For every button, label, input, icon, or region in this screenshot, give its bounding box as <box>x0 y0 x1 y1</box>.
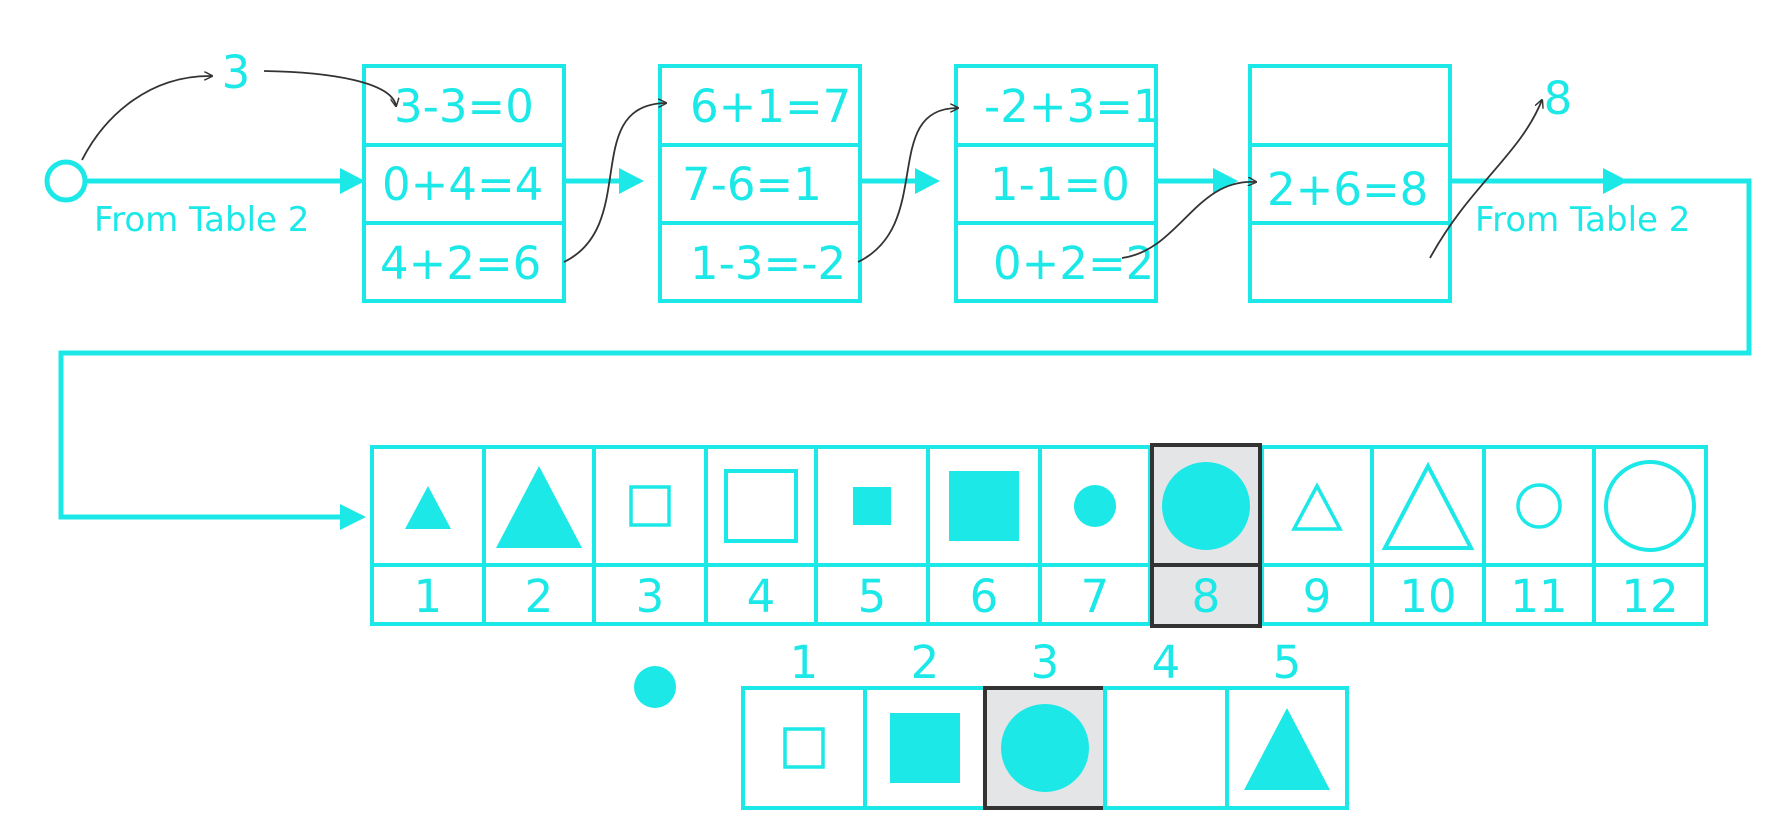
large-filled-circle-icon <box>1162 462 1250 550</box>
lookup-index: 2 <box>525 570 554 623</box>
small-filled-triangle-icon <box>405 486 451 529</box>
highlight-frame <box>1150 563 1262 628</box>
flow-line-return <box>58 178 1752 520</box>
result-index: 2 <box>911 636 940 689</box>
lookup-index: 9 <box>1303 570 1332 623</box>
lookup-cell-10: 10 <box>1381 461 1475 623</box>
small-outline-square-icon <box>783 727 825 769</box>
start-caption: From Table 2 <box>94 200 309 240</box>
lookup-cell-8: 8 <box>1150 443 1262 628</box>
result-cell-2: 2 <box>863 636 987 810</box>
calc-box-3: -2+3=1 1-1=0 0+2=2 <box>954 64 1162 303</box>
calc-row-2: 7-6=1 <box>682 158 822 211</box>
small-filled-square-icon <box>853 487 891 525</box>
result-cell-frame <box>741 686 867 810</box>
curved-arrow-icon <box>563 103 666 263</box>
lookup-cell-5: 5 <box>853 487 891 623</box>
large-filled-triangle-icon <box>496 466 582 548</box>
large-outline-circle-icon <box>1604 460 1696 552</box>
ink-arrows <box>81 70 1542 263</box>
calculation-chain: 3-3=0 0+4=4 4+2=6 6+1=7 7-6=1 1-3=-2 -2+… <box>362 64 1452 303</box>
small-outline-circle-icon <box>1516 483 1562 529</box>
end-number: 8 <box>1544 72 1573 125</box>
lookup-cell-2: 2 <box>496 466 582 623</box>
lookup-cell-11: 11 <box>1510 483 1568 623</box>
lookup-index: 7 <box>1081 570 1110 623</box>
lookup-index: 8 <box>1192 570 1221 623</box>
lookup-index: 12 <box>1621 570 1678 623</box>
lookup-index: 6 <box>970 570 999 623</box>
lookup-cell-6: 6 <box>949 471 1019 623</box>
large-filled-circle-icon <box>1001 704 1089 792</box>
result-index: 4 <box>1152 636 1181 689</box>
result-cell-frame <box>1103 686 1229 810</box>
lookup-cell-4: 4 <box>724 469 798 623</box>
lookup-index: 11 <box>1510 570 1567 623</box>
flow-arrowhead-icon <box>915 168 940 194</box>
calc-row-1: -2+3=1 <box>984 80 1162 133</box>
lookup-index: 3 <box>636 570 665 623</box>
calc-box-1: 3-3=0 0+4=4 4+2=6 <box>362 64 566 303</box>
calc-row-2: 1-1=0 <box>990 158 1130 211</box>
large-outline-triangle-icon <box>1381 461 1475 550</box>
result-cell-frame <box>1225 686 1349 810</box>
large-outline-square-icon <box>724 469 798 543</box>
lookup-index: 4 <box>747 570 776 623</box>
small-outline-square-icon <box>629 485 671 527</box>
result-index: 5 <box>1273 636 1302 689</box>
lookup-index: 10 <box>1399 570 1456 623</box>
calc-row-2: 2+6=8 <box>1267 163 1428 216</box>
curved-arrow-icon <box>1121 182 1256 259</box>
calc-row-3: 4+2=6 <box>380 237 541 290</box>
lookup-index: 5 <box>858 570 887 623</box>
large-filled-square-icon <box>890 713 960 783</box>
calc-box-4: 2+6=8 <box>1248 64 1452 303</box>
result-cell-5: 5 <box>1225 636 1349 810</box>
lookup-cell-3: 3 <box>629 485 671 623</box>
curved-arrow-icon <box>81 76 212 161</box>
calc-row-2: 0+4=4 <box>382 158 543 211</box>
result-cell-3: 3 <box>983 636 1107 810</box>
curved-arrow-icon <box>1429 100 1542 259</box>
lookup-cell-1: 1 <box>405 486 451 623</box>
end-caption: From Table 2 <box>1475 200 1690 240</box>
calc-box-frame <box>954 64 1158 303</box>
calc-row-3: 0+2=2 <box>993 237 1154 290</box>
large-filled-triangle-icon <box>1244 708 1330 790</box>
calc-box-frame <box>362 64 566 303</box>
lookup-cell-9: 9 <box>1291 482 1343 623</box>
flow-arrowhead-icon <box>1213 168 1238 194</box>
small-filled-circle-icon <box>634 666 676 708</box>
flow-arrowhead-icon <box>619 168 644 194</box>
flow-arrowhead-icon <box>340 504 366 530</box>
result-cell-1: 1 <box>741 636 867 810</box>
result-index: 1 <box>790 636 819 689</box>
result-row: 1 2 3 4 5 <box>634 636 1349 810</box>
flow-connector <box>44 159 1752 520</box>
small-filled-circle-icon <box>1074 485 1116 527</box>
lookup-cell-7: 7 <box>1074 485 1116 623</box>
lookup-cell-12: 12 <box>1604 460 1696 623</box>
result-index: 3 <box>1031 636 1060 689</box>
calc-row-1: 6+1=7 <box>690 80 851 133</box>
result-cell-4: 4 <box>1103 636 1229 810</box>
calc-row-3: 1-3=-2 <box>690 237 846 290</box>
calc-row-1: 3-3=0 <box>394 80 534 133</box>
start-node-icon <box>44 159 88 203</box>
lookup-index: 1 <box>414 570 443 623</box>
flow-arrowheads <box>340 168 1628 530</box>
calc-box-frame <box>658 64 862 303</box>
flow-arrowhead-icon <box>340 168 365 194</box>
calc-box-2: 6+1=7 7-6=1 1-3=-2 <box>658 64 862 303</box>
small-outline-triangle-icon <box>1291 482 1343 531</box>
start-number: 3 <box>222 46 251 99</box>
flow-arrowhead-icon <box>1603 168 1628 194</box>
curved-arrow-icon <box>263 70 396 106</box>
curved-arrow-icon <box>857 108 958 263</box>
large-filled-square-icon <box>949 471 1019 541</box>
